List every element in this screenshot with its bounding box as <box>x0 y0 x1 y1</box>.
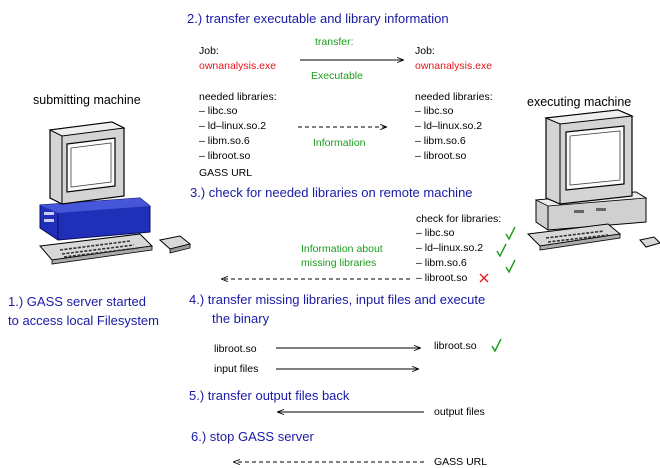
step1-label-line2: to access local Filesystem <box>8 313 159 328</box>
libroot-delivered-check-icon <box>491 338 502 353</box>
check-library-item: – libc.so <box>416 227 455 239</box>
step3-heading: 3.) check for needed libraries on remote… <box>190 185 473 200</box>
check-library-item: – ld–linux.so.2 <box>416 242 484 254</box>
executable-label: Executable <box>311 70 363 82</box>
gass-url-final-label: GASS URL <box>434 456 488 468</box>
left-libraries-label: needed libraries: <box>199 91 277 103</box>
output-files-label: output files <box>434 406 485 418</box>
libc-check-icon <box>505 226 516 241</box>
check-library-item: – libm.so.6 <box>416 257 467 269</box>
submitting-computer-icon <box>39 121 192 265</box>
step2-heading: 2.) transfer executable and library info… <box>187 11 449 26</box>
right-library-item: – libc.so <box>415 105 454 117</box>
libroot-cross-icon <box>479 273 489 283</box>
right-library-item: – libm.so.6 <box>415 135 466 147</box>
left-library-item: – ld–linux.so.2 <box>199 120 267 132</box>
right-library-item: – ld–linux.so.2 <box>415 120 483 132</box>
check-status-marks <box>479 226 516 353</box>
left-executable-name: ownanalysis.exe <box>199 60 277 72</box>
gass-url-label: GASS URL <box>199 167 253 179</box>
step1-label-line1: 1.) GASS server started <box>8 294 146 309</box>
executing-computer-icon <box>526 109 660 251</box>
submitting-machine-label: submitting machine <box>33 93 141 107</box>
left-job-label: Job: <box>199 45 219 57</box>
right-executable-name: ownanalysis.exe <box>415 60 493 72</box>
left-library-item: – libc.so <box>199 105 238 117</box>
libm-check-icon <box>505 259 516 274</box>
missing-info-label-line1: Information about <box>301 243 383 255</box>
executing-machine-label: executing machine <box>527 95 632 109</box>
step6-heading: 6.) stop GASS server <box>191 429 314 444</box>
step4-heading-line2: the binary <box>212 311 270 326</box>
libroot-destination-label: libroot.so <box>434 340 477 352</box>
left-library-item: – libm.so.6 <box>199 135 250 147</box>
left-library-item: – libroot.so <box>199 150 251 162</box>
right-library-item: – libroot.so <box>415 150 467 162</box>
ldlinux-check-icon <box>496 243 507 258</box>
check-libraries-label: check for libraries: <box>416 213 502 225</box>
missing-info-label-line2: missing libraries <box>301 257 377 269</box>
right-libraries-label: needed libraries: <box>415 91 493 103</box>
transfer-label: transfer: <box>315 36 354 48</box>
input-files-label: input files <box>214 363 259 375</box>
step4-heading-line1: 4.) transfer missing libraries, input fi… <box>189 292 486 307</box>
check-library-item: – libroot.so <box>416 272 468 284</box>
information-label: Information <box>313 137 366 149</box>
step5-heading: 5.) transfer output files back <box>189 388 350 403</box>
libroot-source-label: libroot.so <box>214 343 257 355</box>
right-job-label: Job: <box>415 45 435 57</box>
